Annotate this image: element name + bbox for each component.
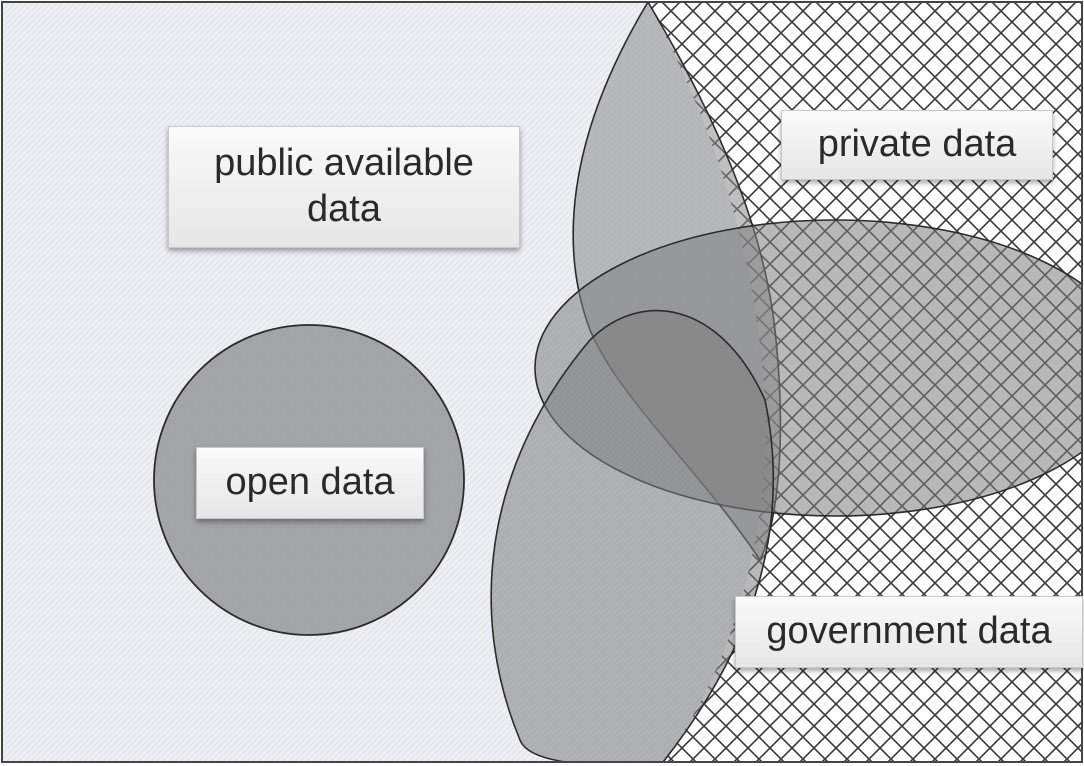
private-data-text: private data	[817, 123, 1017, 166]
government-data-text: government data	[766, 610, 1052, 653]
public-available-data-label: public available data	[168, 126, 520, 248]
open-data-label: open data	[196, 447, 424, 519]
government-data-label: government data	[735, 596, 1083, 668]
public-available-data-text: public available data	[214, 142, 474, 230]
private-data-label: private data	[781, 110, 1053, 180]
open-data-text: open data	[225, 461, 395, 504]
